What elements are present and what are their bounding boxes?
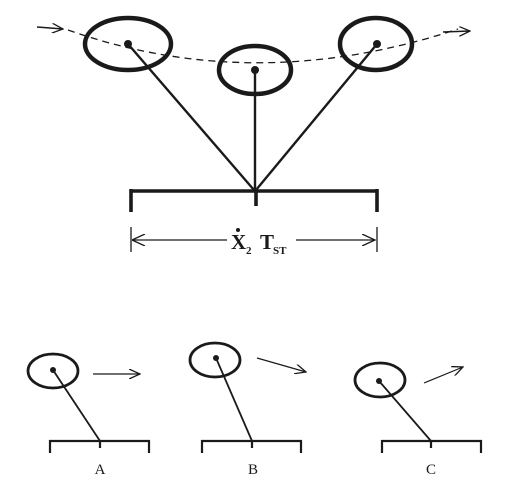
center-dot-middle [251, 66, 259, 74]
panel-c-motion-arrow [423, 367, 463, 384]
panel-b-motion-arrow [256, 357, 306, 372]
formula-time-symbol: T [260, 230, 274, 254]
panel-b-label: B [248, 462, 258, 478]
panel-b-rod [215, 357, 253, 442]
bottom-figures [26, 341, 483, 453]
panel-b-bracket [200, 439, 303, 453]
panel-b [188, 341, 306, 453]
incoming-arrow [36, 27, 63, 29]
panel-a-center-dot [50, 367, 56, 373]
panel-a-rod [52, 369, 101, 442]
panel-a-label: A [95, 462, 106, 478]
panel-c-circle [353, 361, 407, 399]
support-bracket [129, 189, 379, 212]
stride-dimension [130, 227, 378, 252]
panel-c-center-dot [376, 378, 382, 384]
panel-a-bracket [48, 439, 151, 453]
formula-symbol: X [231, 230, 246, 254]
panel-c-label: C [426, 462, 436, 478]
stride-formula: X 2 T ST [231, 228, 287, 257]
panel-a-circle [26, 352, 80, 390]
body-circle-left [82, 15, 174, 73]
panel-a [26, 352, 151, 453]
panel-b-circle [188, 341, 242, 379]
formula-time-subscript: ST [273, 245, 287, 257]
panel-c [353, 361, 483, 453]
panel-b-center-dot [213, 355, 219, 361]
trajectory-dashed-arc [67, 28, 459, 64]
panel-c-rod [378, 380, 432, 442]
top-figure [36, 15, 470, 252]
panel-c-bracket [380, 439, 483, 453]
body-circle-middle [216, 43, 294, 97]
center-dot-left [124, 40, 132, 48]
body-circle-right [337, 15, 415, 73]
outgoing-arrow [442, 31, 470, 32]
formula-symbol-subscript: 2 [246, 245, 252, 257]
time-derivative-dot [236, 228, 240, 232]
center-dot-right [373, 40, 381, 48]
